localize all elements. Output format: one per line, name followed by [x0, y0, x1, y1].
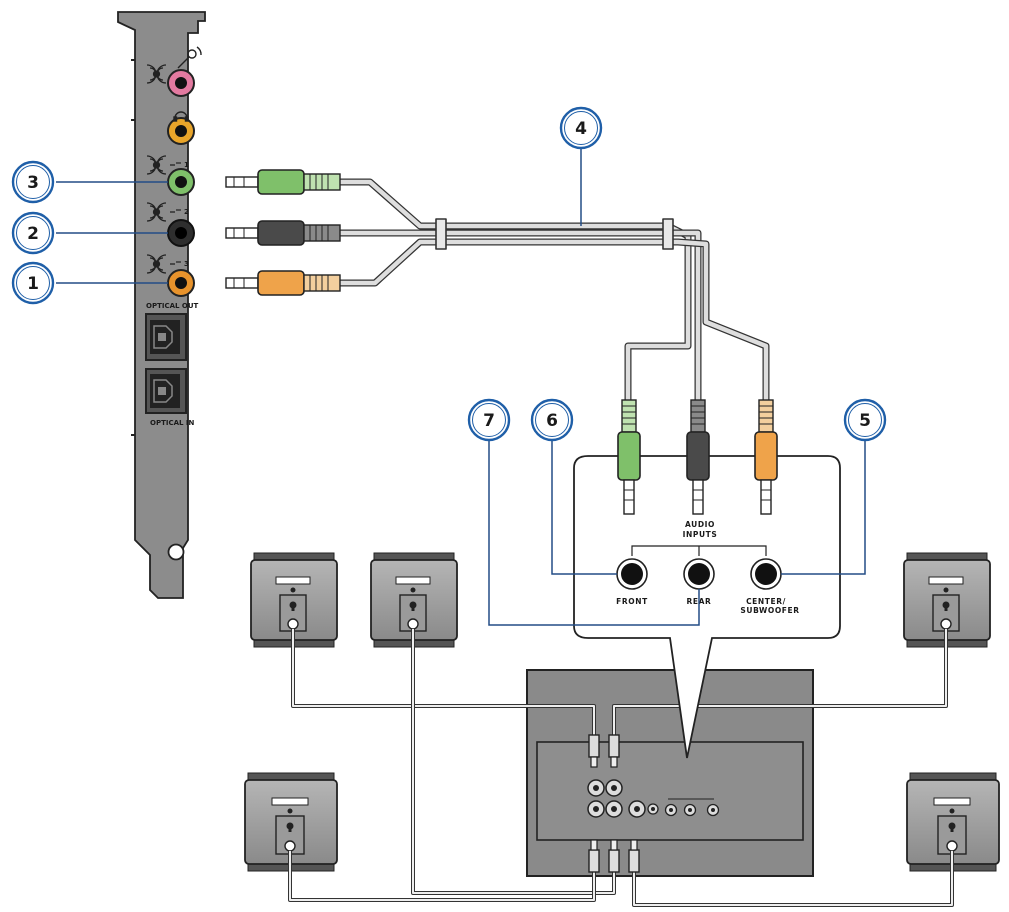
rear-input-jack[interactable]: [683, 558, 715, 590]
subwoofer-box: [526, 669, 814, 877]
optical-out-label: OPTICAL OUT: [146, 302, 199, 310]
center-sub-out-jack[interactable]: [167, 269, 195, 297]
callout-1: 1: [11, 261, 55, 305]
audio-inputs-heading: AUDIO: [685, 520, 715, 529]
audio-inputs-panel: [573, 455, 841, 759]
subwoofer-label: SUBWOOFER: [740, 606, 799, 615]
svg-text:6: 6: [546, 411, 558, 431]
svg-text:7: 7: [483, 411, 495, 431]
rca-plug-icon: [628, 839, 640, 873]
jack-number-2: 2: [184, 208, 189, 216]
front-label: FRONT: [616, 597, 648, 606]
rca-plug-icon: [608, 734, 620, 768]
optical-port-icon[interactable]: [145, 313, 187, 361]
callout-5: 5: [843, 398, 887, 442]
audio-cable: [340, 178, 770, 400]
svg-text:2: 2: [27, 224, 39, 244]
rca-plug-icon: [588, 839, 600, 873]
center-label: CENTER/: [746, 597, 786, 606]
rca-plug-icon: [588, 734, 600, 768]
audio-plug-icon: [225, 169, 341, 195]
rca-plug-icon: [608, 839, 620, 873]
speaker-front-left: [250, 552, 338, 648]
headphone-jack[interactable]: [167, 117, 195, 145]
rca-jack-group[interactable]: [587, 779, 659, 818]
front-input-jack[interactable]: [616, 558, 648, 590]
callout-3: 3: [11, 160, 55, 204]
center-sub-input-jack[interactable]: [750, 558, 782, 590]
speaker-icon: [146, 155, 175, 175]
svg-text:3: 3: [27, 173, 39, 193]
headphone-icon: [173, 111, 189, 122]
speaker-wires: [288, 629, 954, 907]
speaker-icon: [146, 254, 175, 274]
jack-number-3: 3: [184, 260, 189, 268]
speaker-icon: [146, 202, 175, 222]
callout-4: 4: [559, 106, 603, 150]
optical-in-label: OPTICAL IN: [150, 419, 195, 427]
mic-jack[interactable]: [167, 69, 195, 97]
audio-plug-icon: [225, 220, 341, 246]
speaker-center: [903, 552, 991, 648]
audio-inputs-heading-2: INPUTS: [683, 530, 718, 539]
audio-plug-icon: [225, 270, 341, 296]
sound-card-bracket: [117, 11, 206, 599]
callout-6: 6: [530, 398, 574, 442]
speaker-icon: [146, 64, 167, 84]
callout-7: 7: [467, 398, 511, 442]
microphone-icon: [177, 46, 202, 69]
audio-plug-icon: [754, 399, 778, 515]
front-out-jack[interactable]: [167, 168, 195, 196]
callout-2: 2: [11, 211, 55, 255]
audio-plug-icon: [686, 399, 710, 515]
svg-text:5: 5: [859, 411, 871, 431]
svg-text:4: 4: [575, 119, 587, 139]
svg-text:1: 1: [27, 274, 39, 294]
speaker-rear-right: [906, 772, 1000, 872]
audio-plug-icon: [617, 399, 641, 515]
rear-out-jack[interactable]: [167, 219, 195, 247]
jack-number-1: 1: [184, 161, 189, 169]
sub-input-jacks[interactable]: [664, 798, 720, 817]
bracket-screw-hole: [167, 543, 185, 561]
optical-port-icon[interactable]: [145, 368, 187, 414]
